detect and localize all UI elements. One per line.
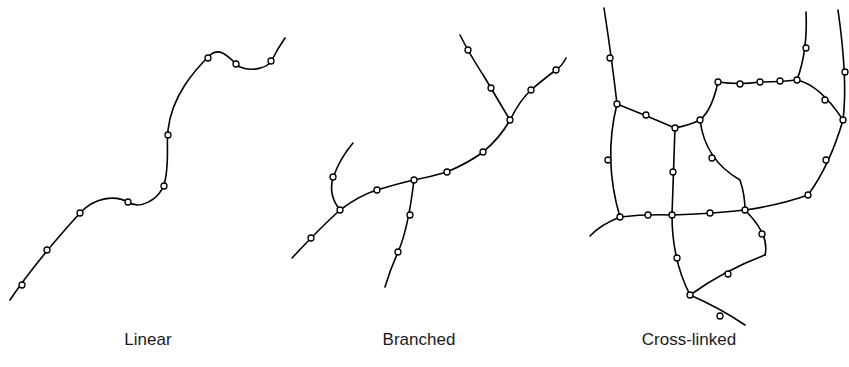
chain-segment [460,35,510,120]
monomer-unit [528,87,534,93]
monomer-unit [77,210,83,216]
monomer-unit [715,79,721,85]
chain-segment [385,180,414,287]
chain-segment [675,120,700,128]
monomer-unit [803,45,809,51]
monomer-unit [125,199,131,205]
monomer-unit [444,169,450,175]
monomer-unit [205,55,211,61]
chain-segment [838,10,845,120]
monomer-unit [822,97,828,103]
monomer-unit [687,292,693,298]
monomer-unit [19,282,25,288]
cross-linked-network [590,8,848,325]
branched-chain [292,35,566,287]
monomer-unit [605,157,611,163]
monomer-unit [794,77,800,83]
monomer-unit [411,177,417,183]
chain-segment [292,58,566,258]
monomer-unit [707,210,713,216]
chain-segment [604,8,617,104]
structure-label: Cross-linked [642,330,736,350]
monomer-unit [614,101,620,107]
monomer-unit [709,155,715,161]
monomer-unit [268,58,274,64]
chain-segment [700,120,745,210]
monomer-unit [165,132,171,138]
monomer-unit [407,212,413,218]
monomer-unit [395,249,401,255]
structure-label: Linear [124,330,171,350]
monomer-unit [670,169,676,175]
monomer-unit [717,313,723,319]
monomer-unit [465,47,471,53]
monomer-unit [842,69,848,75]
chain-segment [611,104,620,217]
monomer-unit [737,81,743,87]
chain-segment [808,120,843,195]
monomer-unit [233,61,239,67]
chain-segment [745,195,808,210]
monomer-unit [674,255,680,261]
monomer-unit [757,79,763,85]
monomer-unit [553,67,559,73]
chain-segment [690,255,765,295]
linear-chain [10,38,285,300]
monomer-unit [759,231,765,237]
monomer-unit [507,117,513,123]
chain-segment [10,38,285,300]
monomer-unit [308,235,314,241]
structure-label: Branched [383,330,456,350]
monomer-unit [823,157,829,163]
monomer-unit [725,271,731,277]
monomer-unit [607,55,613,61]
monomer-unit [337,207,343,213]
monomer-unit [480,149,486,155]
monomer-unit [617,214,623,220]
chain-segment [700,82,718,120]
monomer-unit [161,183,167,189]
monomer-unit [488,85,494,91]
monomer-unit [805,192,811,198]
monomer-unit [669,212,675,218]
monomer-unit [697,117,703,123]
monomer-unit [374,187,380,193]
monomer-unit [330,174,336,180]
chain-segment [797,80,843,120]
monomer-unit [645,212,651,218]
chain-segment [690,295,745,325]
monomer-unit [44,247,50,253]
monomer-unit [672,125,678,131]
chain-segment [617,104,675,128]
monomer-unit [742,207,748,213]
monomer-unit [840,117,846,123]
chain-segment [590,217,620,236]
monomer-unit [777,78,783,84]
chain-segment [745,210,766,255]
chain-segment [672,210,745,215]
monomer-unit [643,112,649,118]
chain-segment [672,215,690,295]
